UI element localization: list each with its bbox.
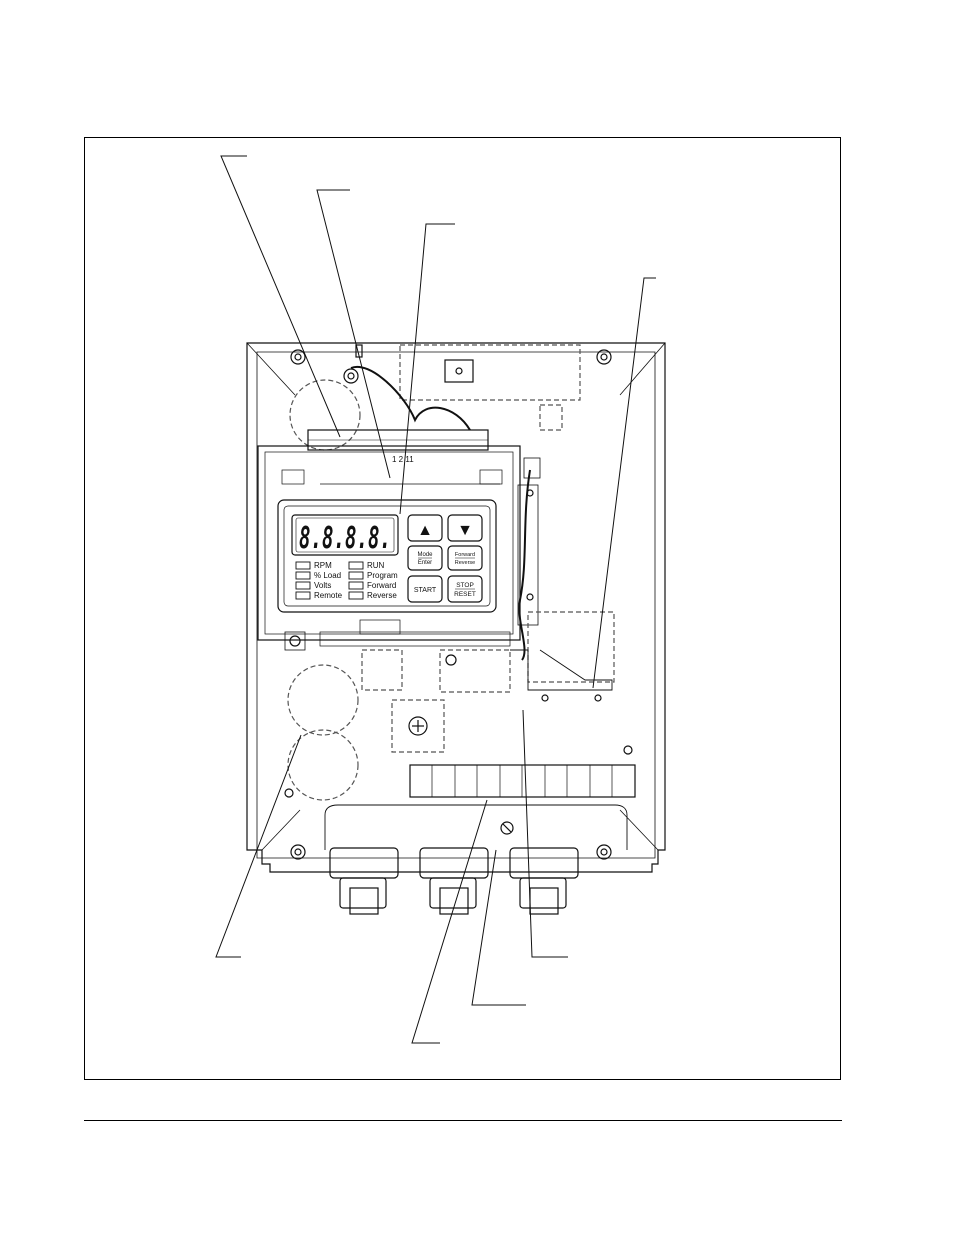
indicator-label-remote: Remote (314, 591, 343, 600)
led-display (291, 514, 399, 556)
enclosure-outline (246, 342, 666, 873)
potentiometer-outline (391, 699, 445, 753)
down-key[interactable] (447, 514, 483, 542)
indicator-label-rpm: RPM (314, 561, 332, 570)
pcb-plate (257, 445, 521, 641)
forward-reverse-key[interactable] (447, 545, 483, 571)
lcd-digits: 8.8.8.8. (299, 521, 391, 556)
conduit-fitting-right (509, 847, 579, 915)
top-dashed-component (399, 344, 581, 401)
mode-key-label: Mode (417, 552, 433, 558)
start-key[interactable] (407, 575, 443, 603)
capacitor-top (289, 379, 361, 451)
page-footer-rule (84, 1120, 842, 1121)
indicator-label-run: RUN (367, 561, 385, 570)
indicator-label-reverse: Reverse (367, 591, 397, 600)
side-board (517, 484, 539, 626)
mounting-hole-bottom-left (290, 844, 306, 860)
indicator-label-forward: Forward (367, 581, 396, 590)
control-terminal-block (307, 429, 489, 451)
keypad-bezel (277, 499, 497, 613)
reverse-key-label: Reverse (455, 560, 475, 566)
potentiometer (408, 716, 428, 736)
power-terminal-block (409, 764, 636, 798)
indicator-leds-left (295, 561, 311, 600)
start-key-label: START (414, 587, 437, 594)
indicator-label-volts: Volts (314, 581, 331, 590)
indicator-leds-right (348, 561, 364, 600)
conduit-fitting-middle (419, 847, 489, 915)
mounting-hole-top-right (596, 349, 612, 365)
enclosure-inner-edge (256, 351, 656, 859)
terminal-strip-label: 1 2 11 (392, 455, 414, 464)
conduit-fitting-left (329, 847, 399, 915)
mounting-hole-top-left (290, 349, 306, 365)
forward-key-label: Forward (455, 552, 475, 558)
figure-frame (84, 137, 841, 1080)
enter-key-label: Enter (418, 560, 432, 566)
up-key[interactable] (407, 514, 443, 542)
stop-reset-key[interactable] (447, 575, 483, 603)
indicator-label-program: Program (367, 571, 398, 580)
callout-leaders (215, 155, 656, 1044)
ground-screw (500, 821, 514, 835)
indicator-label-load: % Load (314, 571, 341, 580)
ground-lug (343, 368, 359, 384)
up-arrow-icon: ▲ (417, 522, 433, 539)
capacitor-middle (287, 664, 359, 736)
down-arrow-icon: ▼ (457, 522, 473, 539)
capacitor-bottom (287, 729, 359, 801)
mounting-hole-bottom-right (596, 844, 612, 860)
stop-key-label: STOP (456, 582, 474, 589)
top-fastener (444, 359, 474, 383)
reset-key-label: RESET (454, 591, 476, 598)
mode-enter-key[interactable] (407, 545, 443, 571)
